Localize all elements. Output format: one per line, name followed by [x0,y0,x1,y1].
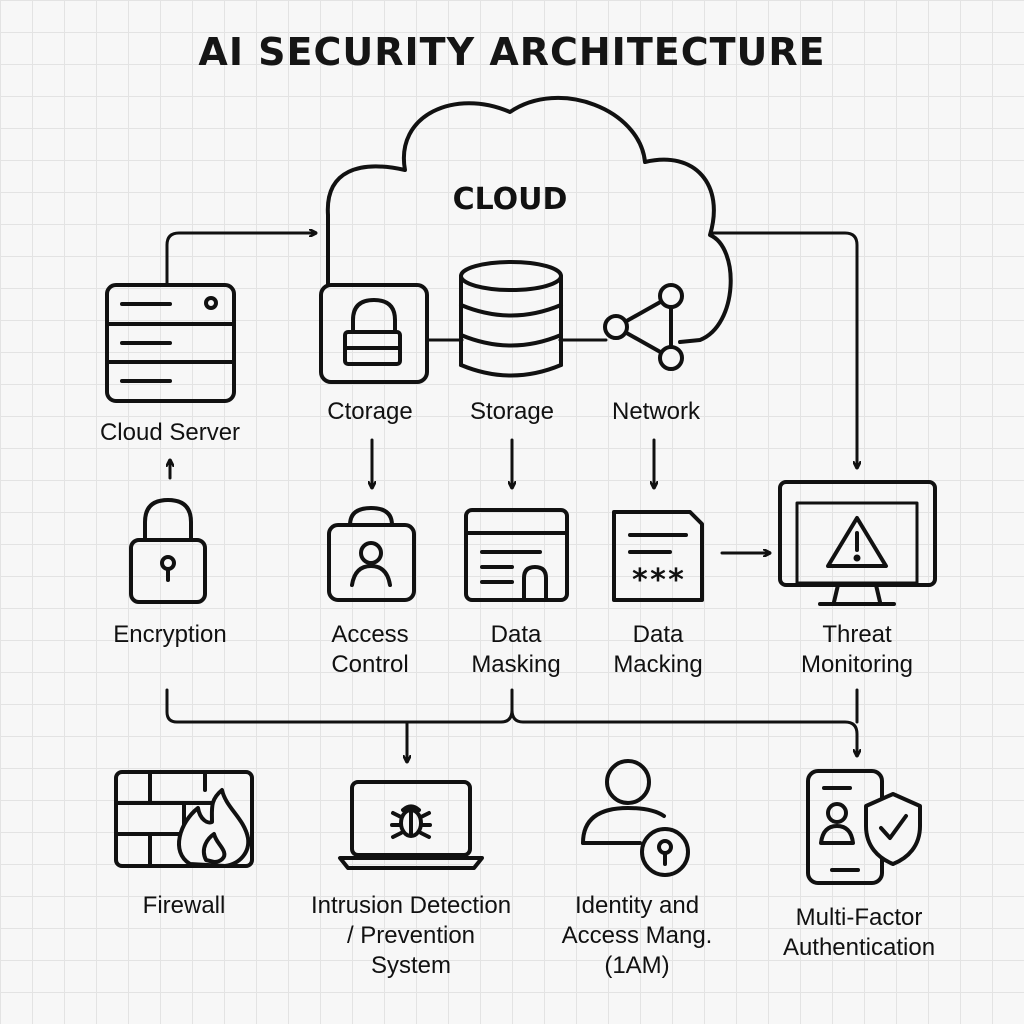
padlock-icon [129,498,207,604]
storage-label: Storage [469,398,555,425]
lock-box-icon [319,283,429,384]
masked-document-icon: *** [612,510,704,602]
mfa-line1: Multi-Factor [795,904,923,931]
svg-text:***: *** [631,563,685,598]
ids-label: Intrusion Detection / Prevention System [286,891,536,981]
firewall-label: Firewall [142,892,226,919]
arrow-server-to-cloud [165,233,318,285]
data-macking-line1: Data [632,621,684,648]
ids-line1: Intrusion Detection [310,892,512,919]
access-control-label: Access Control [290,620,450,680]
phone-shield-icon [806,769,922,885]
access-control-line1: Access [331,621,409,648]
data-masking-label: Data Masking [436,620,596,680]
user-lock-icon [327,506,416,602]
threat-monitoring-line1: Threat [822,621,892,648]
data-macking-label: Data Macking [578,620,738,680]
data-macking-line2: Macking [613,651,703,678]
cloud-outline [325,96,733,344]
threat-monitoring-line2: Monitoring [800,651,914,678]
diagram-title: AI SECURITY ARCHITECTURE [198,30,826,74]
ids-line3: System [370,952,451,979]
arrow-cloud-to-threat [710,231,857,470]
connectors [165,231,857,764]
threat-monitoring-label: Threat Monitoring [767,620,947,680]
network-label: Network [611,398,701,425]
share-network-icon [603,283,684,371]
iam-line3: (1AM) [604,952,670,979]
mfa-line2: Authentication [782,934,936,961]
server-icon [105,283,236,403]
cloud-label: CLOUD [452,182,568,217]
ids-line2: / Prevention [346,922,476,949]
data-masking-line1: Data [490,621,542,648]
firewall-icon [114,770,254,868]
browser-window-icon [464,508,569,602]
cloud-server-label: Cloud Server [99,419,241,446]
data-masking-line2: Masking [471,651,561,678]
warning-monitor-icon [778,480,937,606]
ctorage-label: Ctorage [327,398,413,425]
database-icon [459,260,563,378]
bug-laptop-icon [338,780,484,870]
mfa-label: Multi-Factor Authentication [759,903,959,963]
iam-line1: Identity and [574,892,700,919]
user-key-icon [581,759,690,877]
encryption-label: Encryption [113,621,227,648]
access-control-line2: Control [331,651,409,678]
iam-line2: Access Mang. [561,922,713,949]
iam-label: Identity and Access Mang. (1AM) [537,891,737,981]
